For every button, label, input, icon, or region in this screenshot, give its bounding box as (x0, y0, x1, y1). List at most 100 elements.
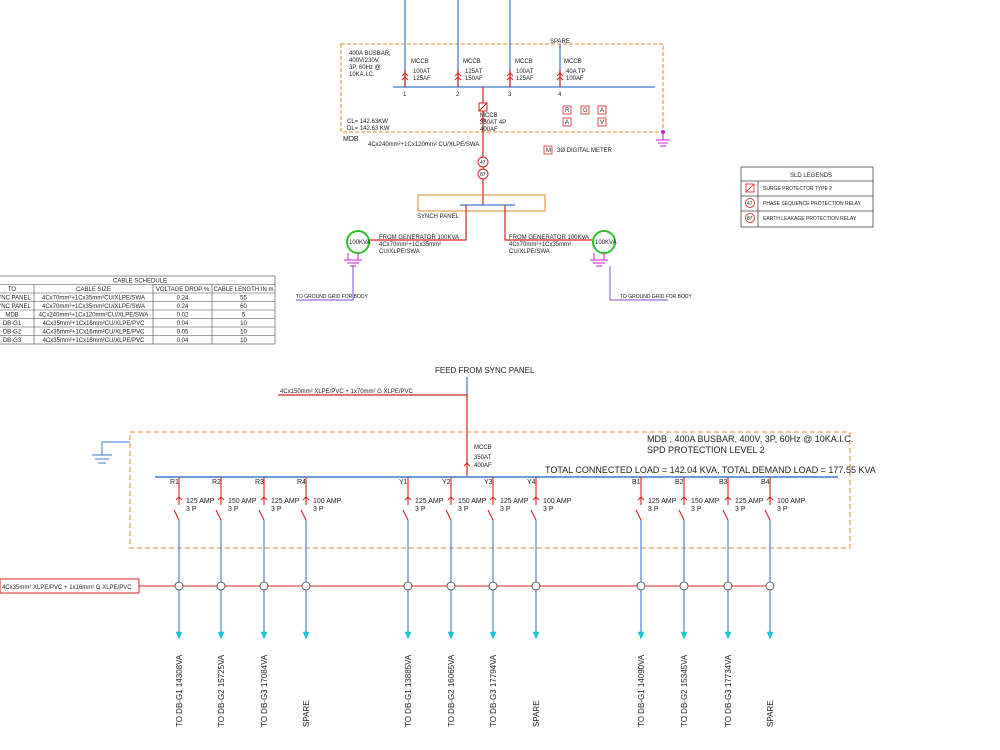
feeder-destination: SPARE (302, 700, 311, 727)
feeder-tag: B4 (761, 479, 770, 486)
cable-schedule-cell: 0.24 (177, 304, 189, 310)
relay-47-label: 47 (480, 160, 486, 166)
feeder-tag: R2 (212, 479, 221, 486)
phase-sequence-legend-icon (745, 198, 755, 208)
breaker-number: 4 (558, 92, 562, 98)
cable-tap-icon (488, 581, 498, 591)
feeder-poles: 3 P (458, 506, 469, 513)
feeder-arrow-icon (404, 631, 412, 640)
meter-r: R (565, 108, 570, 114)
feeder-rating: 125 AMP (415, 498, 444, 505)
synch-panel-box (417, 194, 546, 212)
cable-schedule-cell: DB-G1 (3, 321, 22, 327)
breaker-number: 3 (508, 92, 512, 98)
generator-1: 100KVA FROM GENERATOR 100KVA 4Cx70mm²+1C… (296, 205, 467, 301)
cable-schedule-cell: SYNC PANEL (0, 304, 31, 310)
bottom-mdb: FEED FROM SYNC PANEL 4Cx150mm² XLPE/PVC … (0, 366, 876, 727)
breaker-rating: 40A TP (566, 69, 586, 75)
demand-load: DL= 142.63 KW (347, 126, 390, 132)
feeder-destination: TO DB-G1 14308VA (175, 654, 184, 727)
legend-item: PHASE SEQUENCE PROTECTION RELAY (763, 201, 862, 207)
feeder-rating: 150 AMP (228, 498, 257, 505)
cable-schedule-cell: 0.02 (177, 313, 189, 319)
meter-voltmeter: V (600, 120, 604, 126)
top-breaker-1: MCCB 100AT 125AF 1 (403, 44, 431, 98)
generator-2: 100KVA FROM GENERATOR 100KVA 4Cx70mm²+1C… (504, 205, 693, 301)
feeder-tag: B2 (675, 479, 684, 486)
generator-1-rating: 100KVA (349, 240, 371, 246)
generator-1-cable-type: CU/XLPE/SWA (379, 249, 420, 255)
cable-schedule-cell: 4Cx240mm²+1Cx120mm²CU/XLPE/SWA (39, 313, 149, 319)
feeder-poles: 3 P (228, 506, 239, 513)
cable-tap-icon (723, 581, 733, 591)
feeder-rating: 125 AMP (648, 498, 677, 505)
cable-tap-icon (216, 581, 226, 591)
feeder-rating: 125 AMP (186, 498, 215, 505)
earth-leakage-legend-icon (745, 213, 755, 223)
cable-tap-icon (531, 581, 541, 591)
cable-tap-icon (301, 581, 311, 591)
breaker-label: MCCB (463, 59, 481, 65)
feeder-arrow-icon (260, 631, 268, 640)
connected-load: CL= 142.63KW (347, 119, 388, 125)
cable-tap-icon (174, 581, 184, 591)
mdb-label: MDB (343, 136, 359, 143)
breaker-label: MCCB (411, 59, 429, 65)
relay-87-label: 87 (480, 172, 486, 178)
busbar-spec-line: 3P, 60Hz @ (349, 65, 381, 71)
feeder-rating: 125 AMP (500, 498, 529, 505)
cable-schedule-cell: MDB (5, 313, 18, 319)
feeder-arrow-icon (637, 631, 645, 640)
phase-sequence-relay-icon (477, 156, 489, 168)
breaker-rating: 100AT (516, 69, 534, 75)
feeder-poles: 3 P (648, 506, 659, 513)
cable-schedule-cell: DB-G2 (3, 330, 22, 336)
mdb-panel-border (340, 43, 664, 133)
feeder-tag: Y4 (527, 479, 536, 486)
cable-schedule-cell: 0.04 (177, 321, 189, 327)
legend-item: EARTH LEAKAGE PROTECTION RELAY (763, 216, 857, 222)
feeder-destination: TO DB-G2 15345VA (680, 654, 689, 727)
legend-icon-87: 87 (747, 216, 753, 222)
spd-protection: SPD PROTECTION LEVEL 2 (647, 445, 765, 455)
feeder-arrow-icon (532, 631, 540, 640)
feeder-rating: 125 AMP (735, 498, 764, 505)
feeder-destination: TO DB-G2 16065VA (447, 654, 456, 727)
cable-tap-icon (403, 581, 413, 591)
busbar-spec: 400A BUSBAR, 400V/230V, 3P, 60Hz @ 10KA.… (349, 51, 391, 78)
feeder-arrow-icon (680, 631, 688, 640)
feeder-tag: Y2 (442, 479, 451, 486)
cable-schedule-cell: 10 (240, 330, 247, 336)
generator-2-cable-type: CU/XLPE/SWA (509, 249, 550, 255)
busbar-spec-line: 400V/230V, (349, 58, 380, 64)
earth-leakage-relay-icon (477, 168, 489, 180)
digital-meter-icon (543, 145, 553, 155)
mdb-title: MDB , 400A BUSBAR, 400V, 3P, 60Hz @ 10KA… (647, 434, 853, 444)
total-load: TOTAL CONNECTED LOAD = 142.04 KVA, TOTAL… (545, 465, 876, 475)
feeder-arrow-icon (724, 631, 732, 640)
feeder-destination: TO DB-G1 13885VA (404, 654, 413, 727)
breaker-rating: 125AT (465, 69, 483, 75)
main-cable-label: 4Cx240mm²+1Cx120mm² CU/XLPE/SWA (368, 142, 479, 148)
digital-meter-icon-label: M (546, 148, 551, 154)
top-mdb: 400A BUSBAR, 400V/230V, 3P, 60Hz @ 10KA.… (296, 0, 693, 301)
feeder-tag: R4 (297, 479, 306, 486)
breaker-frame: 125AF (413, 76, 431, 82)
cable-schedule-cell: 4Cx35mm²+1Cx16mm²CU/XLPE/PVC (43, 321, 146, 327)
feeder-destination: SPARE (766, 700, 775, 727)
feeder-poles: 3 P (271, 506, 282, 513)
breaker-frame: 150AF (465, 76, 483, 82)
cable-schedule-cell: 0.04 (177, 338, 189, 344)
bottom-incomer-rating: 350AT (474, 455, 492, 461)
feeder-tag: B1 (632, 479, 641, 486)
top-breaker-3: MCCB 100AT 125AF 3 (508, 44, 534, 98)
feeder-rating: 150 AMP (691, 498, 720, 505)
feeder-poles: 3 P (313, 506, 324, 513)
feeder-rating: 100 AMP (313, 498, 342, 505)
